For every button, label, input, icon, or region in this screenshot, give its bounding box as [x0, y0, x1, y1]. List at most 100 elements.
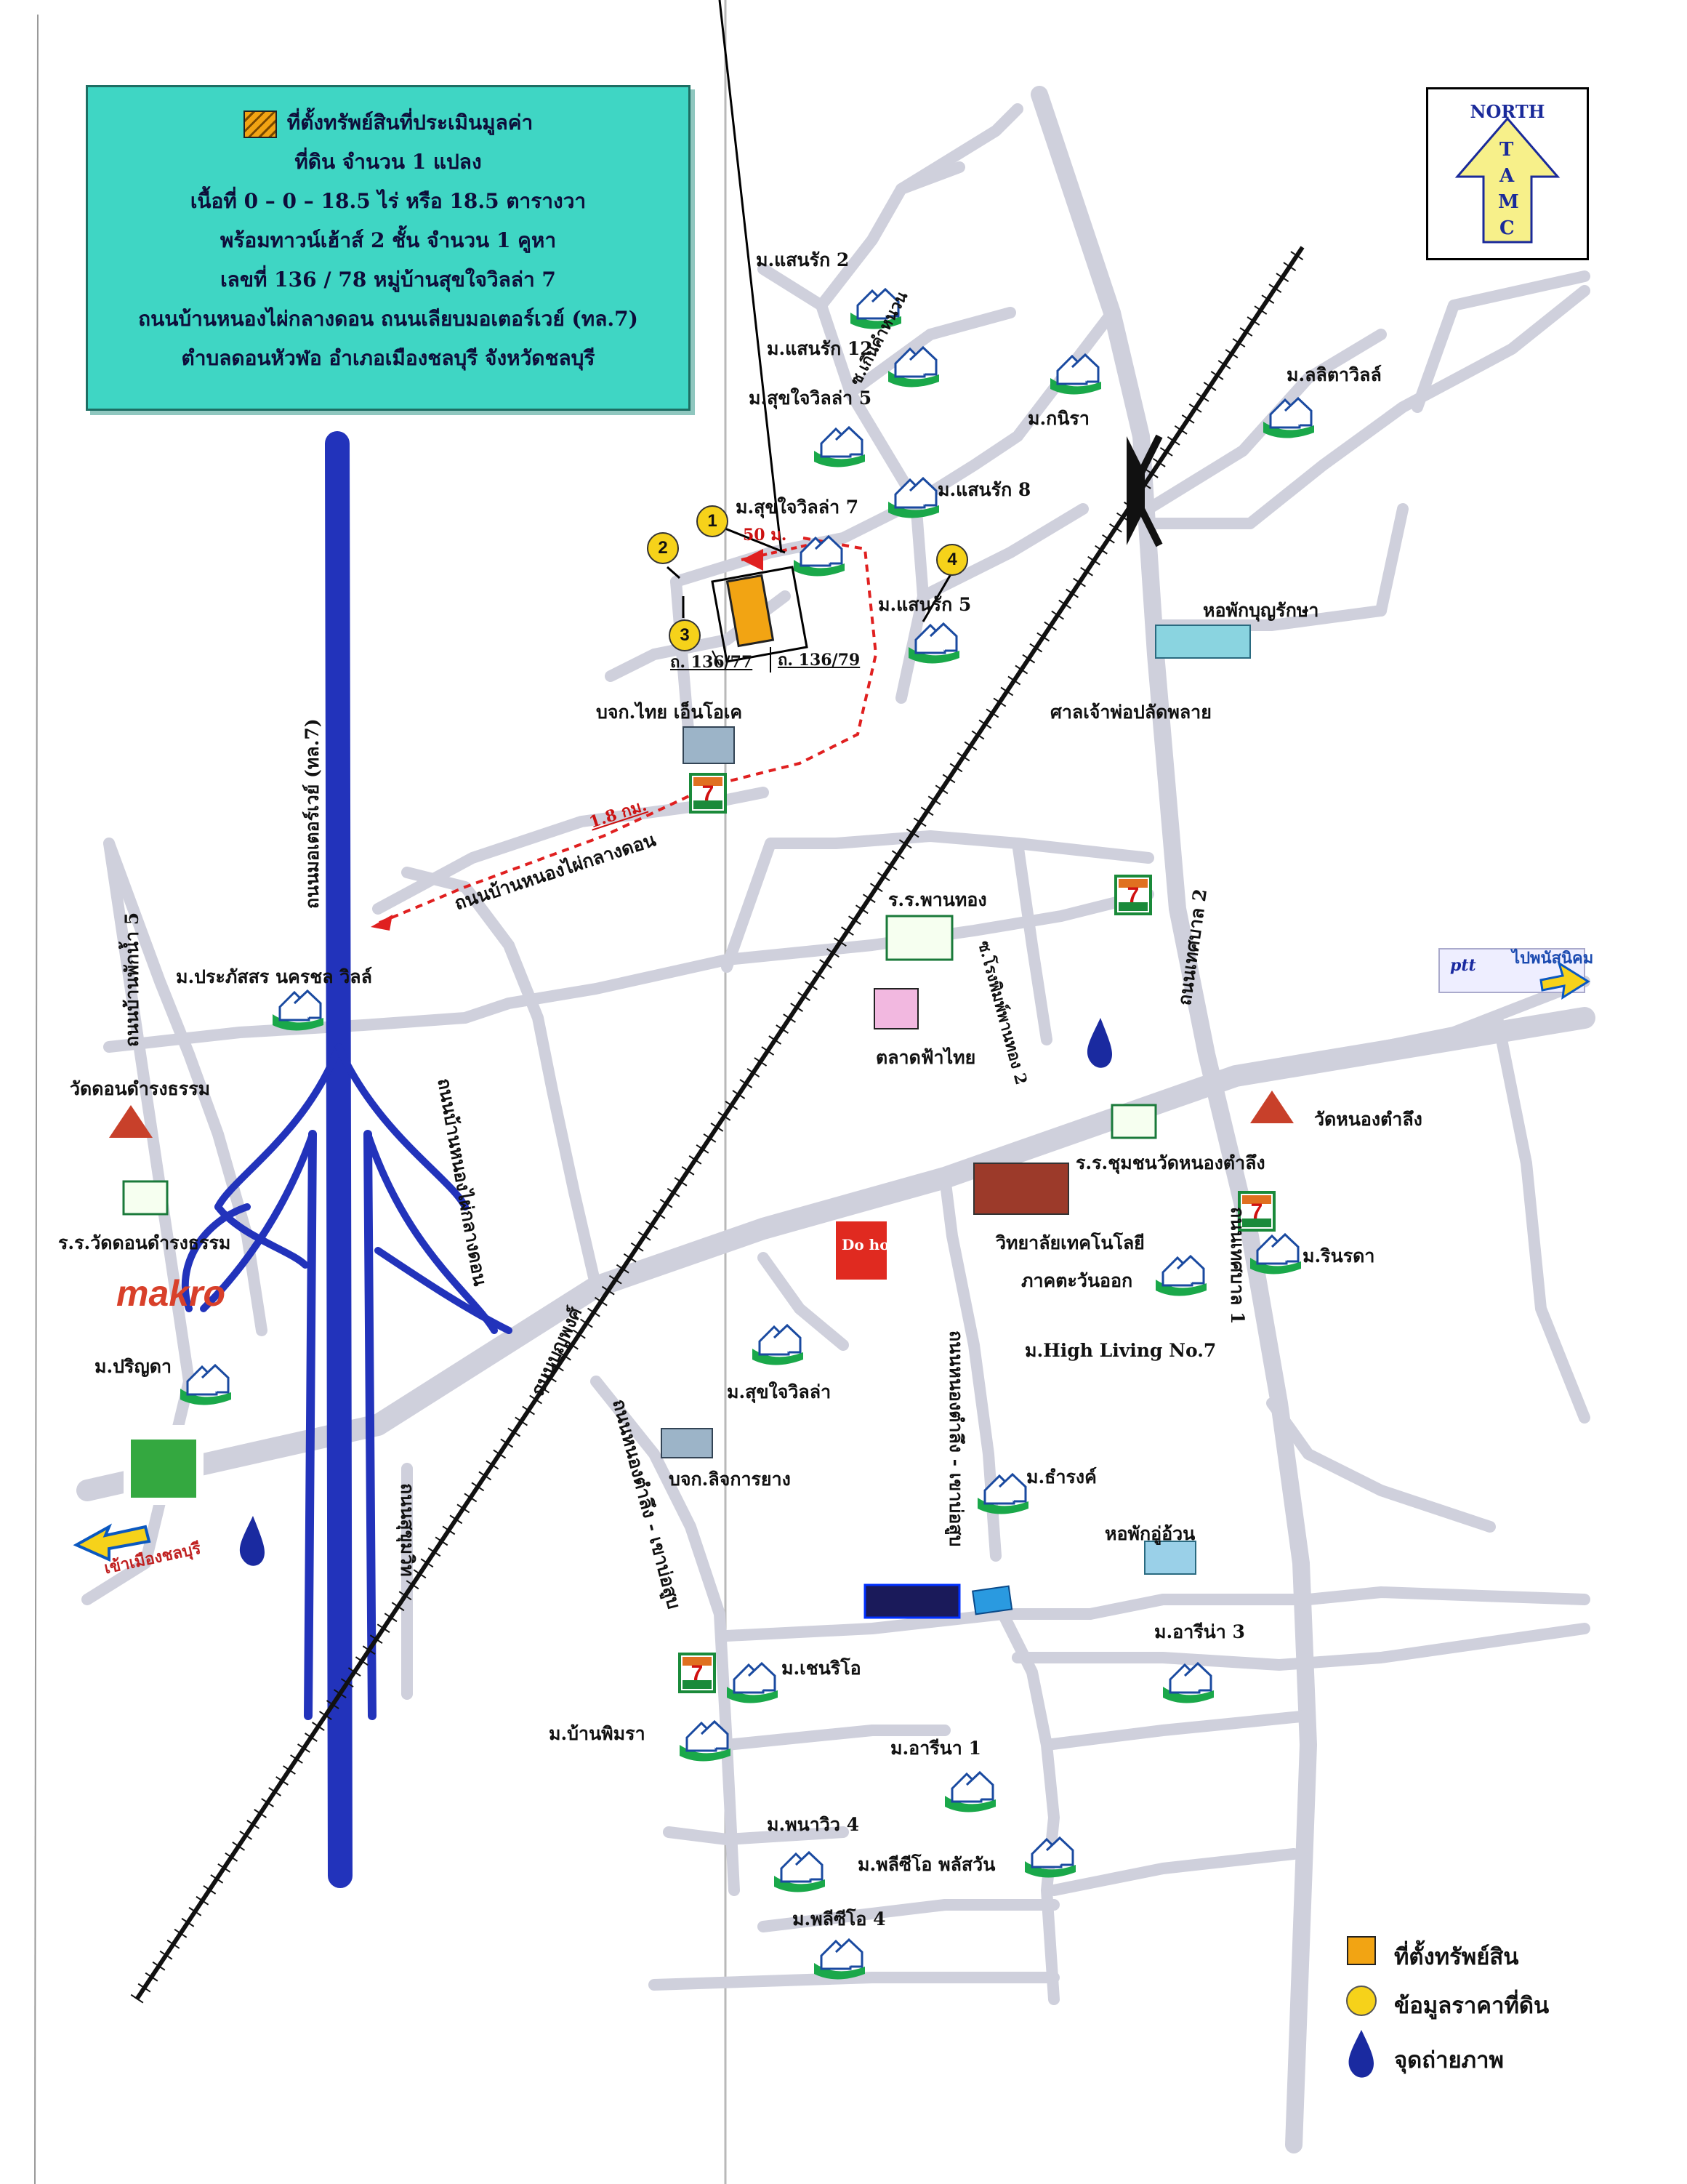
label-dorm-uwan: หอพักอู่อ้วน	[1105, 1523, 1196, 1544]
village-house-icon	[1156, 1254, 1207, 1296]
seven-eleven-icon: 7	[1114, 875, 1152, 915]
label-pleasio4: ม.พลีซีโอ 4	[792, 1908, 886, 1930]
legend-property: ที่ตั้งทรัพย์สิน	[1394, 1944, 1519, 1970]
legend-photo-point: จุดถ่ายภาพ	[1394, 2047, 1504, 2073]
village-icons	[180, 287, 1314, 1980]
label-school-dondamrong: ร.ร.วัดดอนดำรงธรรม	[58, 1232, 231, 1253]
village-house-icon	[888, 345, 939, 388]
label-thai-ninok: บจก.ไทย เอ็นโอเค	[596, 702, 743, 723]
pin-1: 1	[696, 505, 728, 537]
label-college-line1: วิทยาลัยเทคโนโลยี	[996, 1232, 1145, 1253]
label-lalita: ม.ลลิตาวิลล์	[1287, 364, 1382, 385]
pin-2: 2	[647, 532, 679, 564]
legend-icons	[1346, 1936, 1377, 2078]
label-sansak5: ม.แสนรัก 5	[878, 594, 972, 615]
label-college-line2: ภาคตะวันออก	[1021, 1270, 1133, 1291]
village-house-icon	[680, 1719, 730, 1762]
label-rinrada: ม.รินรดา	[1303, 1245, 1375, 1266]
north-letter-a: A	[1499, 165, 1515, 187]
ptt-drop-icons	[239, 1018, 1112, 1566]
label-plot-136-77: ถ. 136/77	[670, 653, 753, 672]
village-house-icon	[1050, 353, 1101, 395]
north-letter-c: C	[1499, 217, 1515, 239]
label-thanarat: ม.ธำรงค์	[1026, 1466, 1097, 1488]
north-arrow: NORTH T A M C	[1426, 87, 1589, 260]
north-arrow-icon	[1454, 116, 1561, 244]
svg-text:7: 7	[691, 1661, 704, 1685]
label-road-thetsaban1: ถนนเทศบาล 1	[1227, 1207, 1248, 1325]
village-house-icon	[774, 1850, 825, 1892]
label-plot-136-79: ถ. 136/79	[778, 651, 861, 670]
label-sansak8: ม.แสนรัก 8	[938, 479, 1031, 500]
legend-land-price: ข้อมูลราคาที่ดิน	[1394, 1993, 1550, 2019]
village-house-icon	[727, 1661, 778, 1703]
village-house-icon	[978, 1472, 1028, 1514]
label-highliving: ม.High Living No.7	[1025, 1340, 1217, 1361]
village-house-icon	[794, 534, 845, 577]
property-info-box: ที่ตั้งทรัพย์สินที่ประเมินมูลค่า ที่ดิน …	[86, 85, 690, 411]
label-arina1: ม.อารีนา 1	[890, 1738, 981, 1759]
village-house-icon	[1163, 1661, 1214, 1703]
svg-text:7: 7	[1251, 1200, 1263, 1224]
label-prapatsorn: ม.ประภัสสร นครชล วิลล์	[176, 966, 372, 987]
label-road-nongtamlueng: ถนนหนองตำลึง - เขาบ่อสูบ	[946, 1330, 967, 1547]
info-line-2: ที่ดิน จำนวน 1 แปลง	[294, 150, 482, 174]
label-dorm-boonrak: หอพักบุญรักษา	[1203, 600, 1319, 621]
label-sukjai5: ม.สุขใจวิลล่า 5	[749, 388, 872, 409]
label-school-phanthong: ร.ร.พานทอง	[888, 889, 987, 910]
village-house-icon	[945, 1770, 996, 1812]
seven-eleven-icon: 7	[689, 773, 727, 814]
seven-eleven-icons: 7 7 7 7	[678, 773, 1276, 1693]
village-house-icon	[814, 1938, 865, 1980]
label-baanphimra: ม.บ้านพิมรา	[549, 1723, 645, 1744]
label-road-nambok5: ถนนบ้านพักน้ำ 5	[121, 912, 142, 1047]
motorway-7	[181, 431, 512, 1888]
seven-eleven-icon: 7	[678, 1653, 716, 1693]
label-sansak2: ม.แสนรัก 2	[756, 249, 850, 270]
property-plot	[711, 566, 808, 673]
village-house-icon	[273, 989, 323, 1031]
label-road-sukhumvit: ถนนสุขุมวิท	[397, 1483, 418, 1577]
route-50m	[741, 544, 808, 561]
label-talad-fathai: ตลาดฟ้าไทย	[876, 1047, 976, 1068]
underpass-icon	[1127, 434, 1163, 547]
label-sukjai7: ม.สุขใจวิลล่า 7	[736, 497, 859, 518]
svg-text:7: 7	[702, 782, 714, 806]
label-shrine: ศาลเจ้าพ่อปลัดพลาย	[1050, 702, 1212, 723]
village-house-icon	[909, 622, 959, 664]
route-arrow-head	[371, 915, 392, 931]
label-to-east: ไปพนัสนิคม	[1512, 949, 1594, 968]
label-school-nongtamlueng: ร.ร.ชุมชนวัดหนองตำลึง	[1076, 1152, 1265, 1173]
village-house-icon	[180, 1363, 231, 1405]
label-wat-dondamrong: วัดดอนดำรงธรรม	[70, 1078, 211, 1099]
village-house-icon	[1263, 396, 1314, 438]
to-chonburi-arrow	[73, 1523, 151, 1562]
label-arina3: ม.อารีน่า 3	[1154, 1621, 1245, 1642]
label-pleasio-plus: ม.พลีซีโอ พลัสวัน	[858, 1854, 996, 1875]
info-line-5: เลขที่ 136 / 78 หมู่บ้านสุขใจวิลล่า 7	[220, 268, 556, 292]
route-arrow-head-top	[741, 549, 763, 571]
railway	[130, 243, 1309, 2004]
north-letter-t: T	[1499, 139, 1514, 161]
pin-arrows	[667, 0, 952, 622]
north-letter-m: M	[1498, 191, 1519, 213]
building-icons	[109, 625, 1585, 1619]
village-house-icon	[888, 476, 939, 518]
label-motorway: ถนนมอเตอร์เวย์ (ทล.7)	[302, 718, 323, 909]
info-line-7: ตำบลดอนหัวฬอ อำเภอเมืองชลบุรี จังหวัดชลบ…	[181, 346, 595, 370]
info-line-3: เนื้อที่ 0 – 0 – 18.5 ไร่ หรือ 18.5 ตารา…	[190, 189, 587, 213]
to-east-arrow	[1539, 960, 1590, 1000]
label-khanitra: ม.กนิรา	[1028, 408, 1090, 429]
label-sukjai: ม.สุขใจวิลล่า	[727, 1381, 832, 1402]
label-makro: makro	[116, 1273, 226, 1314]
page-edge	[34, 14, 39, 2184]
label-wat-nongtamlueng: วัดหนองตำลึง	[1314, 1109, 1422, 1130]
info-line-1: ที่ตั้งทรัพย์สินที่ประเมินมูลค่า	[286, 111, 534, 135]
label-parinda: ม.ปริญดา	[94, 1356, 172, 1377]
label-dohome: Do home	[842, 1236, 914, 1253]
property-swatch-icon	[243, 110, 277, 138]
label-ptt: ptt	[1450, 956, 1476, 975]
label-chanrio: ม.เชนริโอ	[781, 1658, 861, 1679]
village-house-icon	[1025, 1836, 1076, 1878]
